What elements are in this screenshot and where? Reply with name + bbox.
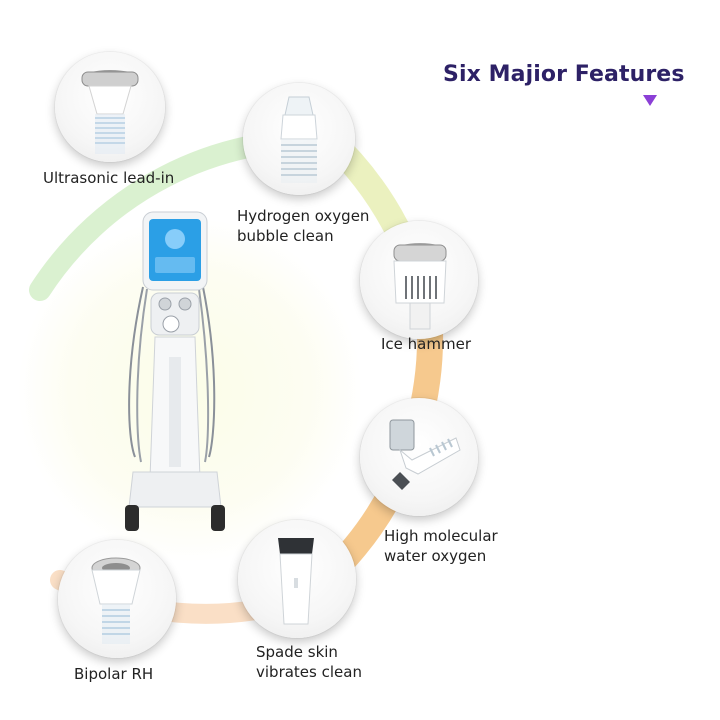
ultrasonic-probe-icon: [81, 70, 139, 154]
feature-image-ice-hammer: [360, 221, 478, 339]
feature-label-line: bubble clean: [237, 227, 334, 245]
feature-label-bipolar: Bipolar RH: [74, 664, 153, 684]
feature-label-hydrogen: Hydrogen oxygen bubble clean: [237, 206, 369, 246]
bipolar-rf-probe-icon: [91, 557, 141, 644]
feature-image-water-oxygen: [360, 398, 478, 516]
feature-label-ice-hammer: Ice hammer: [381, 334, 471, 354]
feature-image-hydrogen: [243, 83, 355, 195]
beauty-machine-image: [125, 211, 225, 531]
feature-label-line: Hydrogen oxygen: [237, 207, 370, 225]
feature-label-water-oxygen: High molecular water oxygen: [384, 526, 498, 566]
feature-image-ultrasonic: [55, 52, 165, 162]
feature-label-line: vibrates clean: [256, 663, 362, 681]
feature-image-bipolar: [58, 540, 176, 658]
feature-label-spade: Spade skin vibrates clean: [256, 642, 362, 682]
feature-label-line: High molecular: [384, 527, 498, 545]
feature-image-spade: [238, 520, 356, 638]
triangle-down-icon: [643, 95, 657, 106]
feature-label-line: Spade skin: [256, 643, 338, 661]
spade-scrubber-icon: [278, 538, 314, 625]
hydrogen-oxygen-tip-icon: [280, 96, 318, 183]
feature-label-line: Ultrasonic lead-in: [43, 169, 175, 187]
page-title: Six Majior Features: [443, 62, 685, 87]
feature-label-line: Ice hammer: [381, 335, 471, 353]
feature-label-line: Bipolar RH: [74, 665, 154, 683]
feature-label-ultrasonic: Ultrasonic lead-in: [43, 168, 174, 188]
oxygen-sprayer-icon: [389, 419, 461, 490]
ice-hammer-icon: [393, 243, 447, 330]
feature-label-line: water oxygen: [384, 547, 487, 565]
